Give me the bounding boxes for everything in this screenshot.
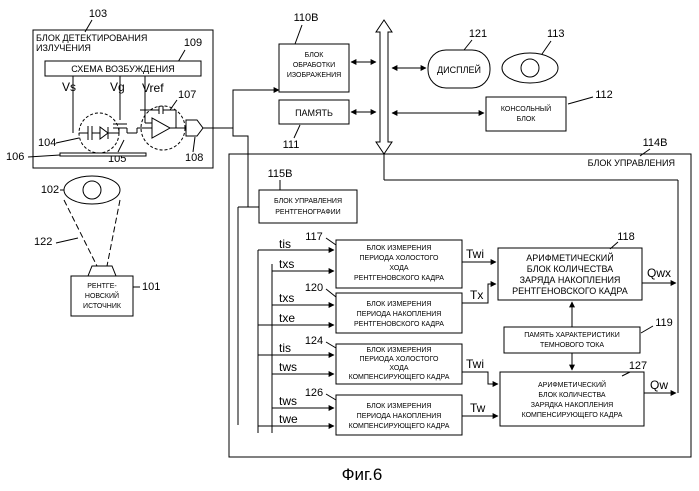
xray-beam: 122	[34, 200, 120, 266]
meas-120-line2: ПЕРИОДА НАКОПЛЕНИЯ	[357, 311, 442, 318]
xray-control-line2: РЕНТГЕНОГРАФИИ	[275, 209, 340, 216]
system-bus	[376, 20, 392, 154]
patient-eye-icon: 102	[41, 176, 120, 204]
xray-control-line1: БЛОК УПРАВЛЕНИЯ	[274, 198, 342, 205]
arith-xray-ref: 118	[617, 231, 635, 243]
figure-caption: Фиг.6	[342, 465, 383, 484]
source-line3: ИСТОЧНИК	[83, 303, 122, 310]
dark-memory-line1: ПАМЯТЬ ХАРАКТЕРИСТИКИ	[524, 332, 620, 339]
meas-126-in2-label: twe	[279, 412, 298, 426]
meas-124-line2: ПЕРИОДА ХОЛОСТОГО	[360, 356, 440, 363]
arith-comp-ref: 127	[629, 360, 647, 372]
meas-124-in1-label: tis	[279, 341, 291, 355]
detector-title-line1: БЛОК ДЕТЕКТИРОВАНИЯ	[36, 33, 147, 43]
meas-126-out-label: Tw	[470, 401, 486, 415]
meas-117-out-label: Twi	[466, 247, 484, 261]
source-line1: РЕНТГЕ-	[87, 283, 117, 290]
meas-124-out-label: Twi	[466, 357, 484, 371]
image-processing-line2: ОБРАБОТКИ	[293, 62, 335, 69]
arith-xray-line3: ЗАРЯДА НАКОПЛЕНИЯ	[520, 275, 621, 285]
detector-ref: 103	[89, 8, 107, 20]
meas-124-line3: ХОДА	[389, 365, 408, 372]
meas-117-line1: БЛОК ИЗМЕРЕНИЯ	[367, 245, 432, 252]
display-label: ДИСПЛЕЙ	[437, 64, 481, 75]
meas-120-line1: БЛОК ИЗМЕРЕНИЯ	[367, 301, 432, 308]
meas-117-in1-label: tis	[279, 237, 291, 251]
console-line2: БЛОК	[517, 116, 537, 123]
sensor-panel	[60, 153, 146, 156]
source-ref: 101	[142, 281, 160, 293]
meas-124-line4: КОМПЕНСИРУЮЩЕГО КАДРА	[349, 374, 450, 381]
meas-126-ref: 126	[305, 387, 323, 399]
meas-120-ref: 120	[305, 282, 323, 294]
eye-left-ref: 102	[41, 184, 59, 196]
dark-memory-line2: ТЕМНОВОГО ТОКА	[540, 342, 604, 349]
operator-eye-icon: 113	[502, 28, 565, 83]
beam-ref: 122	[34, 236, 52, 248]
image-processing-block: 110B БЛОК ОБРАБОТКИ ИЗОБРАЖЕНИЯ	[279, 12, 349, 92]
display-block: ДИСПЛЕЙ 121	[428, 28, 490, 88]
meas-117-in2-label: txs	[279, 257, 294, 271]
control-ref: 114B	[643, 137, 668, 149]
meas-117-line2: ПЕРИОДА ХОЛОСТОГО	[360, 255, 440, 262]
meas-117-ref: 117	[305, 231, 323, 243]
memory-label: ПАМЯТЬ	[295, 108, 333, 118]
meas-124-ref: 124	[305, 335, 323, 347]
meas-124-in2-label: tws	[279, 360, 297, 374]
dark-memory-ref: 119	[655, 317, 673, 329]
arith-xray-line2: БЛОК КОЛИЧЕСТВА	[527, 264, 613, 274]
vref-label: Vref	[142, 81, 164, 95]
display-ref: 121	[469, 28, 487, 40]
image-processing-line1: БЛОК	[305, 52, 325, 59]
source-line2: НОВСКИЙ	[85, 291, 119, 300]
memory-ref: 111	[283, 139, 300, 151]
vs-label: Vs	[62, 80, 76, 94]
control-label: БЛОК УПРАВЛЕНИЯ	[588, 158, 675, 168]
detector-title-line2: ИЗЛУЧЕНИЯ	[36, 43, 91, 53]
meas-126-line2: ПЕРИОДА НАКОПЛЕНИЯ	[357, 413, 442, 420]
arith-comp-line4: КОМПЕНСИРУЮЩЕГО КАДРА	[522, 412, 623, 419]
meas-126-line1: БЛОК ИЗМЕРЕНИЯ	[367, 403, 432, 410]
console-line1: КОНСОЛЬНЫЙ	[501, 104, 551, 113]
arith-comp-out-label: Qw	[650, 378, 668, 392]
drive-circuit-label: СХЕМА ВОЗБУЖДЕНИЯ	[71, 64, 174, 74]
arith-comp-line1: АРИФМЕТИЧЕСКИЙ	[538, 380, 606, 389]
xray-source-block: РЕНТГЕ- НОВСКИЙ ИСТОЧНИК 101	[71, 266, 160, 316]
memory-block: ПАМЯТЬ 111	[279, 100, 349, 151]
arith-xray-line1: АРИФМЕТИЧЕСКИЙ	[526, 252, 613, 263]
arith-xray-line4: РЕНТГЕНОВСКОГО КАДРА	[512, 286, 628, 296]
meas-117-line3: ХОДА	[389, 265, 408, 272]
meas-124-line1: БЛОК ИЗМЕРЕНИЯ	[367, 347, 432, 354]
console-ref: 112	[595, 89, 613, 101]
meas-120-out-label: Tx	[470, 288, 483, 302]
arith-comp-line3: ЗАРЯДКА НАКОПЛЕНИЯ	[531, 402, 614, 409]
image-processing-line3: ИЗОБРАЖЕНИЯ	[287, 72, 341, 79]
meas-120-in1-label: txs	[279, 291, 294, 305]
arith-xray-out-label: Qwx	[647, 266, 671, 280]
amp-ref: 107	[178, 89, 196, 101]
meas-120-in2-label: txe	[279, 311, 295, 325]
pixel-ref: 104	[38, 137, 56, 149]
xray-control-ref: 115B	[268, 168, 293, 180]
arith-comp-line2: БЛОК КОЛИЧЕСТВА	[538, 392, 606, 399]
console-block: КОНСОЛЬНЫЙ БЛОК 112	[486, 89, 613, 131]
radiation-detection-block: 103 БЛОК ДЕТЕКТИРОВАНИЯ ИЗЛУЧЕНИЯ 109 СХ…	[6, 8, 213, 168]
drive-circuit-ref: 109	[184, 37, 202, 49]
meas-117-line4: РЕНТГЕНОВСКОГО КАДРА	[354, 275, 444, 282]
meas-120-line3: РЕНТГЕНОВСКОГО КАДРА	[354, 321, 444, 328]
vg-label: Vg	[110, 80, 125, 94]
meas-126-in1-label: tws	[279, 394, 297, 408]
panel-ref: 106	[6, 151, 24, 163]
adc-ref: 108	[185, 152, 203, 164]
eye-top-ref: 113	[547, 28, 565, 40]
image-processing-ref: 110B	[294, 12, 319, 24]
meas-126-line3: КОМПЕНСИРУЮЩЕГО КАДРА	[349, 423, 450, 430]
detector-output-line	[203, 90, 279, 128]
